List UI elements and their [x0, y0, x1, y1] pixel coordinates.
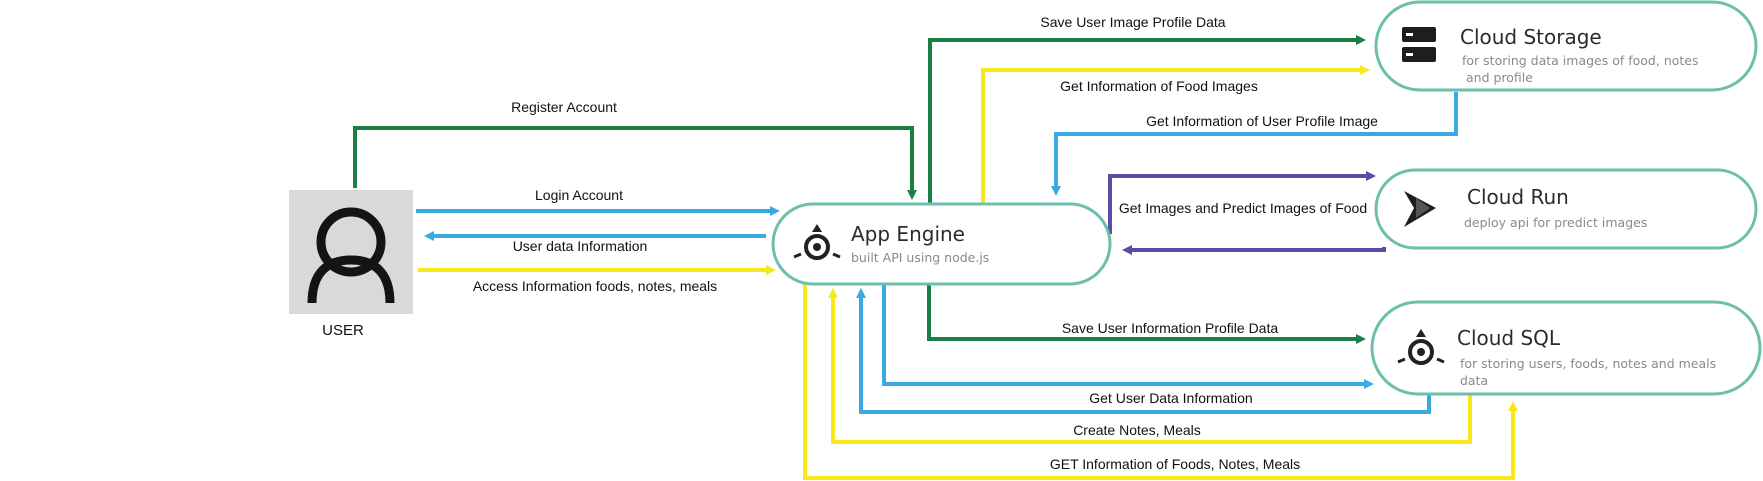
- app-engine-icon: [793, 224, 841, 260]
- label-get-user-data-information: Get User Data Information: [1089, 390, 1252, 406]
- user-node: USER: [289, 190, 413, 339]
- label-access-information: Access Information foods, notes, meals: [473, 278, 717, 294]
- label-save-user-image-profile: Save User Image Profile Data: [1040, 14, 1225, 30]
- app-engine-node: App Engine built API using node.js: [771, 202, 1112, 286]
- label-get-predict-images: Get Images and Predict Images of Food: [1119, 200, 1367, 216]
- label-get-user-profile-image: Get Information of User Profile Image: [1146, 113, 1378, 129]
- edge-get-user-data-out: [882, 284, 1374, 389]
- label-get-information-foods-notes-meals: GET Information of Foods, Notes, Meals: [1050, 456, 1300, 472]
- label-get-food-images: Get Information of Food Images: [1060, 78, 1258, 94]
- edge-get-information-foods-notes-meals: [803, 284, 1518, 480]
- cloud-sql-subtitle-line2: data: [1460, 373, 1488, 388]
- edge-get-predict-images: [1108, 171, 1376, 234]
- edge-create-notes-meals: [828, 288, 1472, 444]
- cloud-storage-subtitle-line1: for storing data images of food, notes: [1462, 53, 1699, 68]
- label-user-data-information: User data Information: [513, 238, 648, 254]
- cloud-sql-icon: [1397, 329, 1445, 365]
- user-icon: [307, 207, 395, 304]
- cloud-run-box: [1374, 168, 1758, 250]
- edge-get-food-images: [981, 65, 1370, 204]
- label-save-user-information-profile: Save User Information Profile Data: [1062, 320, 1279, 336]
- edge-predict-result: [1122, 245, 1386, 255]
- cloud-storage-node: Cloud Storage for storing data images of…: [1374, 0, 1758, 92]
- label-create-notes-meals: Create Notes, Meals: [1073, 422, 1201, 438]
- edge-register-account: [353, 126, 917, 200]
- edge-save-user-information-profile: [927, 284, 1366, 344]
- edge-get-user-data-in: [856, 288, 1431, 414]
- app-engine-subtitle: built API using node.js: [851, 250, 989, 265]
- cloud-run-subtitle: deploy api for predict images: [1464, 215, 1647, 230]
- server-icon: [1402, 27, 1436, 62]
- cloud-storage-title: Cloud Storage: [1460, 25, 1602, 49]
- app-engine-box: [771, 202, 1112, 286]
- cloud-sql-node: Cloud SQL for storing users, foods, note…: [1370, 300, 1762, 396]
- user-label: USER: [322, 322, 364, 339]
- cloud-storage-box: [1374, 0, 1758, 92]
- cloud-sql-subtitle-line1: for storing users, foods, notes and meal…: [1460, 356, 1716, 371]
- cloud-run-title: Cloud Run: [1467, 185, 1569, 209]
- cloud-sql-title: Cloud SQL: [1457, 326, 1561, 350]
- app-engine-title: App Engine: [851, 222, 965, 246]
- cloud-run-icon: [1404, 191, 1436, 227]
- edge-get-user-profile-image: [1051, 92, 1458, 196]
- label-register-account: Register Account: [511, 99, 617, 115]
- cloud-sql-box: [1370, 300, 1762, 396]
- cloud-run-node: Cloud Run deploy api for predict images: [1374, 168, 1758, 250]
- cloud-storage-subtitle-line2: and profile: [1466, 70, 1533, 85]
- edge-save-user-image-profile: [928, 35, 1366, 204]
- label-login-account: Login Account: [535, 187, 623, 203]
